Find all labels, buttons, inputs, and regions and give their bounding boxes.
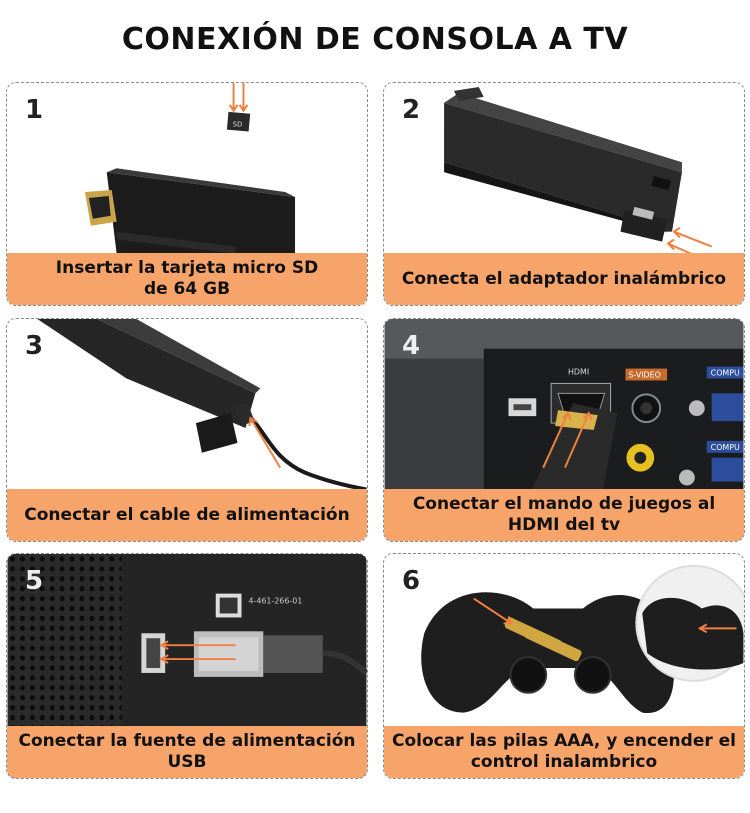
step-number: 4 xyxy=(402,331,421,361)
step-number: 6 xyxy=(402,566,421,596)
step-caption: Conectar el cable de alimentación xyxy=(7,489,367,541)
step-2-panel: 2 Conecta el adaptador inalámbrico xyxy=(383,82,745,306)
step-caption: Conectar la fuente de alimentación USB xyxy=(7,726,367,778)
step-4-panel: HDMI S-VIDEO COMPU COMPU 4 Conectar el m… xyxy=(383,318,745,542)
step-number: 1 xyxy=(25,95,44,125)
caption-line: de 64 GB xyxy=(143,279,231,299)
compu-label-2: COMPU xyxy=(711,443,740,452)
svg-text:SD: SD xyxy=(233,121,243,129)
caption-line: HDMI del tv xyxy=(507,515,621,535)
step-5-panel: 4-461-266-01 5 Conectar la fuente de ali… xyxy=(6,553,368,779)
step-number: 3 xyxy=(25,331,44,361)
step-caption: Insertar la tarjeta micro SD de 64 GB xyxy=(7,253,367,305)
step-caption: Conecta el adaptador inalámbrico xyxy=(384,253,744,305)
hdmi-label: HDMI xyxy=(568,368,589,377)
caption-line: Insertar la tarjeta micro SD xyxy=(55,258,319,278)
step-number: 2 xyxy=(402,95,421,125)
step-6-panel: 6 Colocar las pilas AAA, y encender el c… xyxy=(383,553,745,779)
caption-line: Colocar las pilas AAA, y encender el xyxy=(391,731,737,751)
caption-line: Conecta el adaptador inalámbrico xyxy=(401,268,727,289)
caption-line: Conectar la fuente de alimentación xyxy=(18,731,356,751)
sticker-code: 4-461-266-01 xyxy=(248,597,302,606)
step-caption: Colocar las pilas AAA, y encender el con… xyxy=(384,726,744,778)
svideo-label: S-VIDEO xyxy=(628,370,660,379)
compu-label: COMPU xyxy=(711,368,740,377)
step-number: 5 xyxy=(25,566,44,596)
step-caption: Conectar el mando de juegos al HDMI del … xyxy=(384,489,744,541)
step-1-panel: SD 1 Insertar la tarjeta micro SD de 64 … xyxy=(6,82,368,306)
caption-line: Conectar el cable de alimentación xyxy=(24,504,350,525)
caption-line: control inalambrico xyxy=(470,752,658,772)
caption-line: Conectar el mando de juegos al xyxy=(412,494,716,514)
caption-line: USB xyxy=(167,752,207,772)
step-3-panel: 3 Conectar el cable de alimentación xyxy=(6,318,368,542)
page-title: CONEXIÓN DE CONSOLA A TV xyxy=(121,22,629,57)
